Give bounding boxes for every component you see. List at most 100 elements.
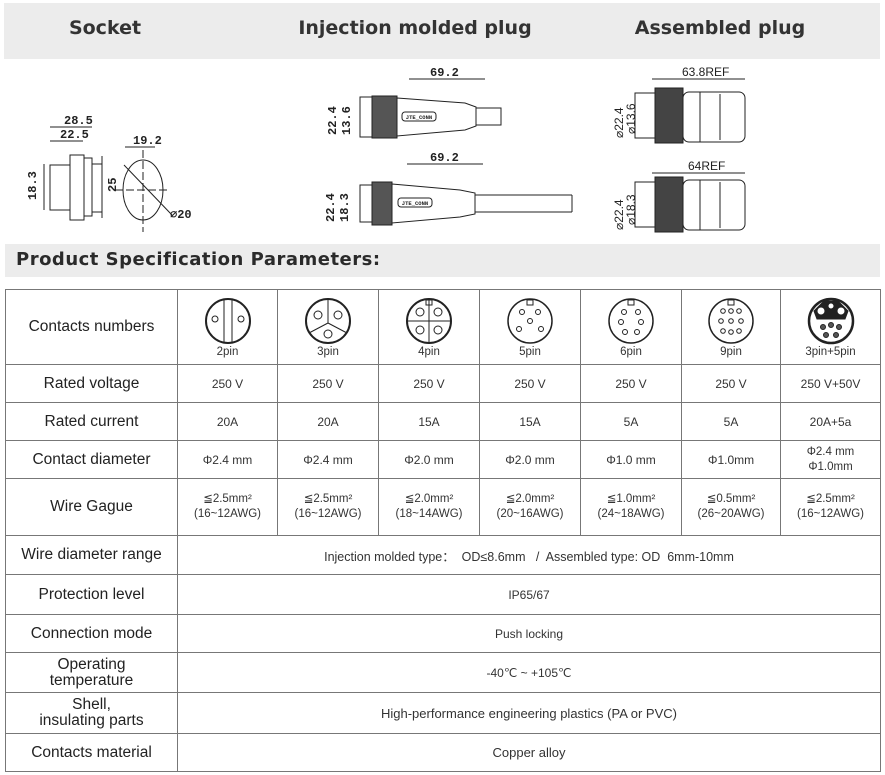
spec-table: Contacts numbers 2pin 3pin 4pin 5pin 6pi… [5,289,881,772]
row-label: Shell,insulating parts [5,692,178,734]
cell-9pin: 9pin [681,289,781,365]
row-connection-mode: Connection mode Push locking [5,614,881,653]
cell: Push locking [177,614,881,653]
row-label: Contacts material [5,733,178,772]
cell: Copper alloy [177,733,881,772]
row-contacts-numbers: Contacts numbers 2pin 3pin 4pin 5pin 6pi… [5,289,881,365]
dim-13-6-diameter: ⌀13.6 [624,103,638,134]
row-label: Contacts numbers [5,289,178,365]
dim-64ref: 64REF [688,159,725,173]
row-label: Contact diameter [5,440,178,479]
dim-diameter-20: ⌀20 [170,208,192,222]
cell: 250 V [681,364,781,403]
cell: Φ2.4 mm [177,440,278,479]
dim-69-2-top: 69.2 [430,66,459,80]
dim-22-4-bottom: 22.4 [324,193,338,222]
dim-19-2: 19.2 [133,134,162,148]
dim-69-2-bottom: 69.2 [430,151,459,165]
cell: Φ1.0mm [681,440,781,479]
cell: 15A [479,402,581,441]
row-label: Connection mode [5,614,178,653]
brand-label-bottom: JTE_CONN [402,200,428,207]
cell: 250 V [378,364,480,403]
pin-3-icon [305,297,351,344]
cell: ≦2.0mm²(18~14AWG) [378,478,480,536]
cell: High-performance engineering plastics (P… [177,692,881,734]
cell: ≦1.0mm²(24~18AWG) [580,478,682,536]
row-label: Protection level [5,574,178,615]
cell-6pin: 6pin [580,289,682,365]
cell: 15A [378,402,480,441]
dim-outer-diameter-bottom: ⌀22.4 [612,199,626,230]
dim-outer-diameter-top: ⌀22.4 [612,107,626,138]
title-assembled-plug: Assembled plug [634,17,806,39]
cell: Injection molded type： OD≤8.6mm / Assemb… [177,535,881,575]
row-label: Wire Gague [5,478,178,536]
row-contacts-material: Contacts material Copper alloy [5,733,881,772]
dim-13-6: 13.6 [340,106,354,135]
cell: 5A [580,402,682,441]
brand-label-top: JTE_CONN [406,114,432,121]
cell: Φ2.0 mm [479,440,581,479]
section-title: Product Specification Parameters: [16,249,381,270]
cell: 5A [681,402,781,441]
cell: ≦2.5mm²(16~12AWG) [277,478,379,536]
header-band [4,3,880,59]
row-wire-diameter-range: Wire diameter range Injection molded typ… [5,535,881,575]
row-label: Wire diameter range [5,535,178,575]
dim-18-3: 18.3 [26,171,40,200]
cell: -40℃ ~ +105℃ [177,652,881,693]
title-socket: Socket [68,17,142,39]
socket-drawing: 28.5 22.5 18.3 25 19.2 ⌀20 [26,114,192,232]
cell: 20A [277,402,379,441]
cell: IP65/67 [177,574,881,615]
dim-25: 25 [106,178,120,192]
row-protection-level: Protection level IP65/67 [5,574,881,615]
pin-3-plus-5-icon [807,297,854,344]
dim-22-4-top: 22.4 [326,106,340,135]
cell: ≦2.5mm²(16~12AWG) [780,478,881,536]
row-wire-gauge: Wire Gague ≦2.5mm²(16~12AWG) ≦2.5mm²(16~… [5,478,881,536]
row-label: Rated current [5,402,178,441]
cell: 250 V [277,364,379,403]
cell-3pin: 3pin [277,289,379,365]
cell: Φ2.0 mm [378,440,480,479]
cell-5pin: 5pin [479,289,581,365]
pin-4-icon [406,297,452,344]
cell: ≦2.0mm²(20~16AWG) [479,478,581,536]
dim-28-5: 28.5 [64,114,93,128]
assembled-plug-drawing: 63.8REF ⌀22.4 ⌀13.6 64REF ⌀22.4 ⌀18.3 [612,65,746,233]
cell: Φ2.4 mm [277,440,379,479]
cell-3pin-5pin: 3pin+5pin [780,289,881,365]
cell: 250 V [580,364,682,403]
cell: 20A+5a [780,402,881,441]
row-shell-insulating-parts: Shell,insulating parts High-performance … [5,692,881,734]
dim-63-8ref: 63.8REF [682,65,729,79]
title-injection-molded-plug: Injection molded plug [298,17,532,39]
cell: ≦2.5mm²(16~12AWG) [177,478,278,536]
injection-plug-drawing: 69.2 JTE_CONN 22.4 13.6 69.2 JTE_CONN 22… [324,66,573,226]
pin-2-icon [204,297,251,344]
pin-5-icon [507,297,553,344]
row-label: Rated voltage [5,364,178,403]
cell: 20A [177,402,278,441]
dim-22-5: 22.5 [60,128,89,142]
cell: 250 V [479,364,581,403]
cell: ≦0.5mm²(26~20AWG) [681,478,781,536]
cell-2pin: 2pin [177,289,278,365]
cell: 250 V [177,364,278,403]
cell-4pin: 4pin [378,289,480,365]
dim-18-3-plug: 18.3 [338,193,352,222]
section-band [5,244,880,277]
pin-9-icon [708,297,754,344]
pin-6-icon [608,297,654,344]
cell: Φ1.0 mm [580,440,682,479]
cell: 250 V+50V [780,364,881,403]
dim-18-3-diameter: ⌀18.3 [624,194,638,225]
